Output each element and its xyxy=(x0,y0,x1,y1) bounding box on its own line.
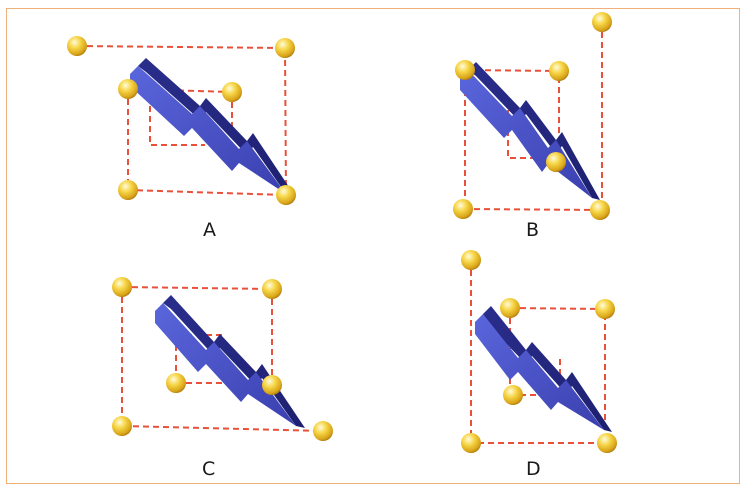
ball-icon xyxy=(595,299,615,319)
ball-icon xyxy=(275,38,295,58)
ball-icon xyxy=(461,433,481,453)
ball-icon xyxy=(118,79,138,99)
panel-c: C xyxy=(112,277,333,480)
panel-a: A xyxy=(67,36,296,241)
ball-icon xyxy=(546,152,566,172)
panel-label-b: B xyxy=(526,219,539,241)
ball-icon xyxy=(592,12,612,32)
panel-c-bolt xyxy=(155,295,305,428)
panel-label-d: D xyxy=(526,458,541,480)
panel-a-balls xyxy=(67,36,296,205)
ball-icon xyxy=(549,61,569,81)
ball-icon xyxy=(262,279,282,299)
panel-label-c: C xyxy=(202,458,215,480)
ball-icon xyxy=(461,250,481,270)
panel-label-a: A xyxy=(203,219,216,241)
panel-c-balls xyxy=(112,277,333,441)
ball-icon xyxy=(590,200,610,220)
ball-icon xyxy=(118,180,138,200)
ball-icon xyxy=(262,375,282,395)
panel-d-balls xyxy=(461,250,617,453)
ball-icon xyxy=(500,298,520,318)
panel-b-balls xyxy=(453,12,612,220)
ball-icon xyxy=(453,199,473,219)
ball-icon xyxy=(503,385,523,405)
ball-icon xyxy=(313,421,333,441)
ball-icon xyxy=(67,36,87,56)
ball-icon xyxy=(112,416,132,436)
ball-icon xyxy=(222,82,242,102)
panel-d-bolt xyxy=(475,306,612,432)
panel-a-bolt xyxy=(130,58,295,196)
panel-b: B xyxy=(453,12,612,241)
ball-icon xyxy=(112,277,132,297)
ball-icon xyxy=(455,60,475,80)
ball-icon xyxy=(276,185,296,205)
panel-b-bolt xyxy=(460,62,600,200)
ball-icon xyxy=(166,373,186,393)
ball-icon xyxy=(597,433,617,453)
panel-d: D xyxy=(461,250,617,480)
